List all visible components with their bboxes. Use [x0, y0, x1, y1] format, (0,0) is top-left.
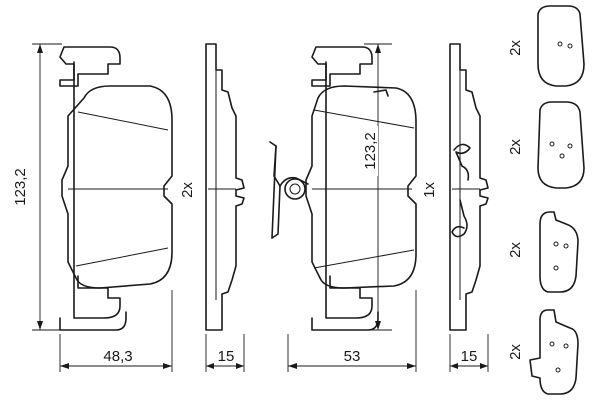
left-pad-side-view: 2x	[179, 43, 245, 331]
left-pad-thickness-label: 15	[218, 348, 235, 365]
left-side-quantity: 2x	[179, 182, 196, 198]
right-side-quantity: 1x	[421, 182, 438, 198]
right-pad-side-view: 1x	[421, 43, 489, 331]
right-pad-width-label: 53	[344, 348, 361, 365]
right-pad-front-view	[305, 46, 417, 331]
right-pad-height-dimension: 123,2	[362, 43, 392, 331]
left-pad-width-label: 48,3	[103, 348, 132, 365]
detail-pad-4: 2x	[507, 309, 579, 395]
detail-pad-1: 2x	[507, 5, 585, 87]
right-pad-width-dimension: 53	[287, 290, 417, 372]
left-pad-width-dimension: 48,3	[59, 290, 173, 372]
left-pad-height-label: 123,2	[12, 168, 29, 206]
detail-pad-3: 2x	[507, 211, 579, 293]
detail-pad-2: 2x	[507, 101, 585, 189]
detail-3-quantity: 2x	[507, 242, 524, 258]
spring-clip	[269, 141, 309, 239]
detail-2-quantity: 2x	[507, 139, 524, 155]
left-pad-thickness-dimension: 15	[205, 334, 245, 372]
left-pad-height-dimension: 123,2	[12, 43, 62, 331]
right-pad-thickness-dimension: 15	[449, 334, 489, 372]
right-pad-thickness-label: 15	[461, 348, 478, 365]
right-pad-height-label: 123,2	[362, 132, 379, 170]
detail-4-quantity: 2x	[507, 344, 524, 360]
left-pad-front-view	[59, 46, 173, 331]
detail-1-quantity: 2x	[507, 40, 524, 56]
